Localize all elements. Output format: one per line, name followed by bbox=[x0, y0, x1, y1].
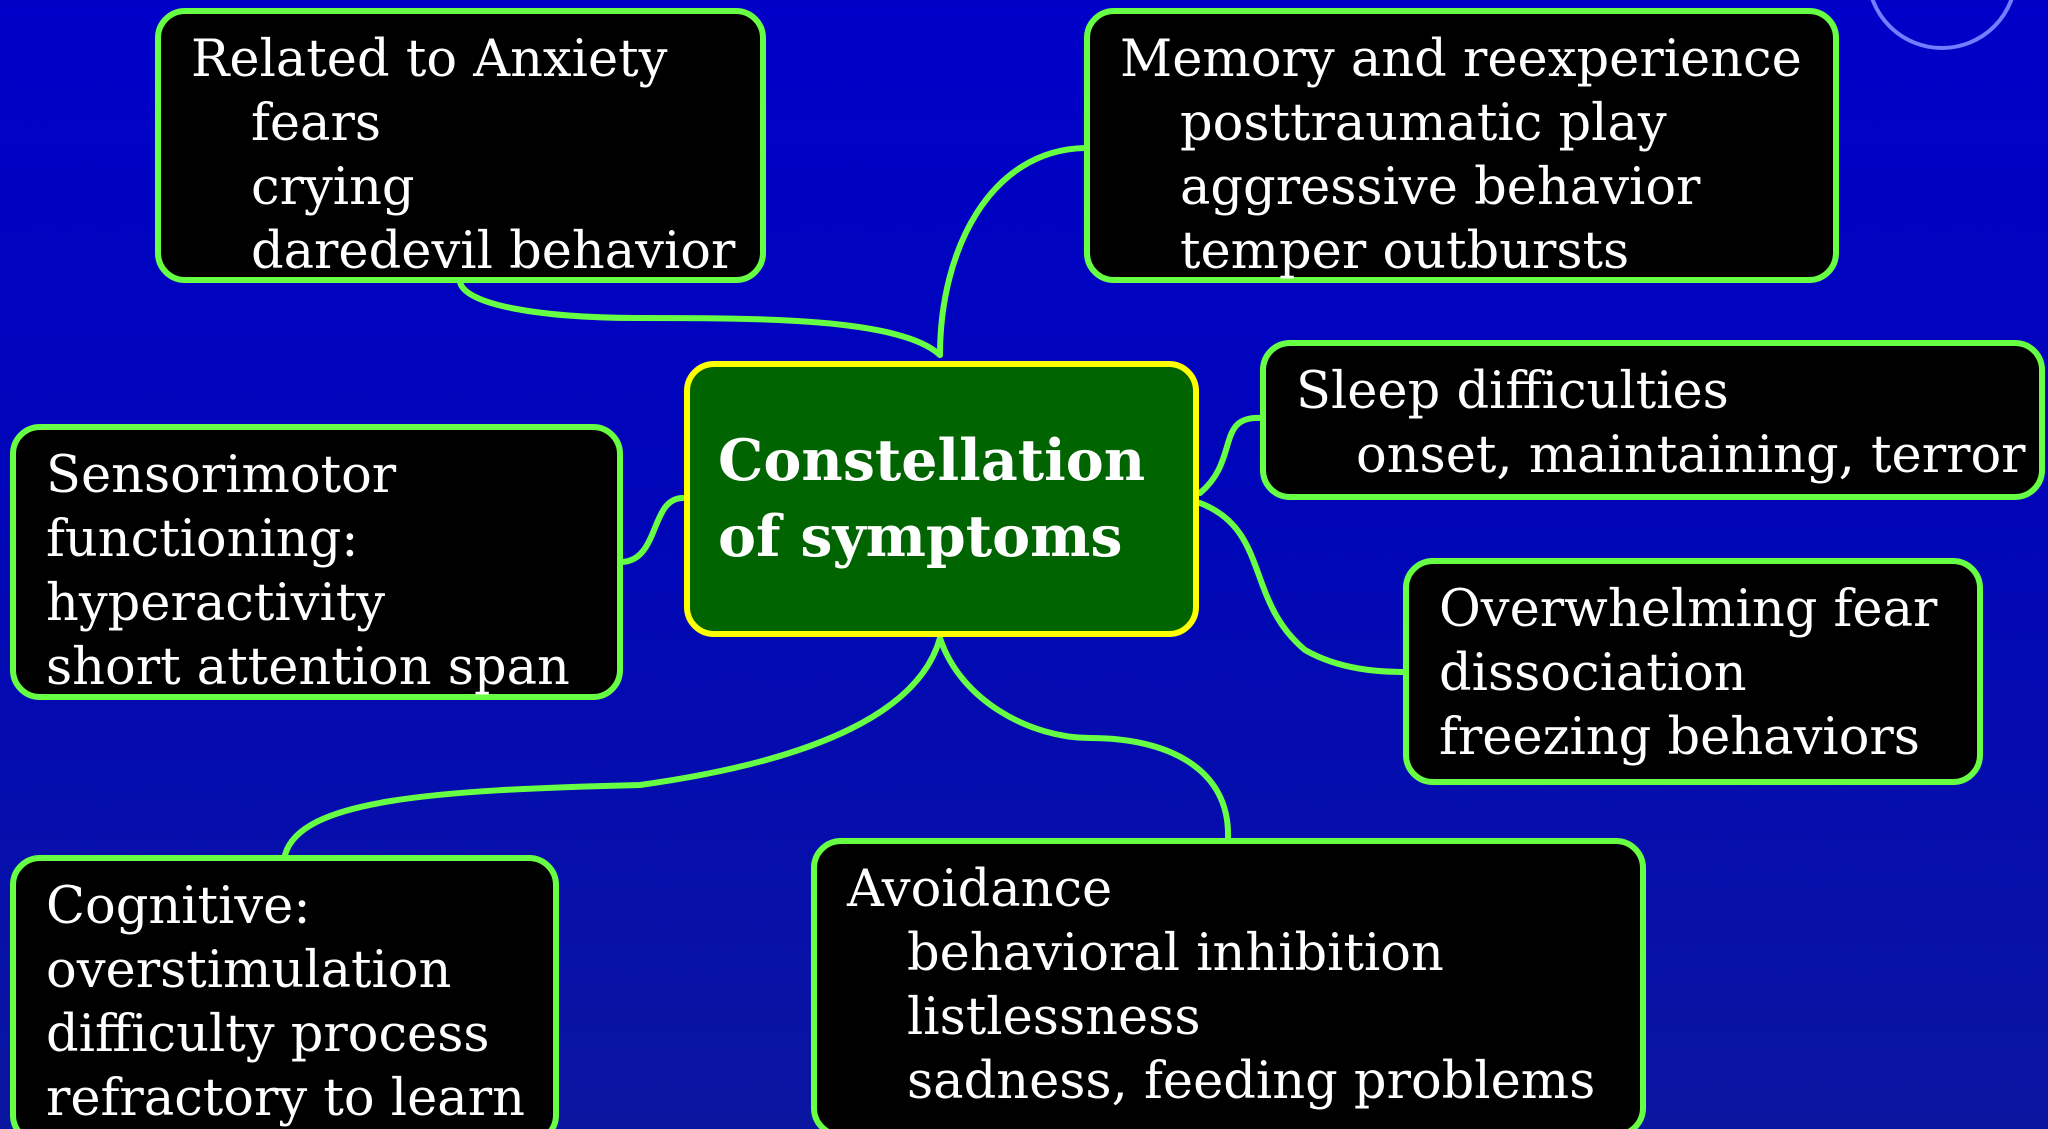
center-title-line-1: Constellation bbox=[718, 427, 1146, 494]
node-heading: Related to Anxiety bbox=[191, 30, 668, 89]
node-sensorimotor-functioning: Sensorimotor functioning: hyperactivity … bbox=[10, 424, 623, 700]
node-overwhelming-fear: Overwhelming fear dissociation freezing … bbox=[1403, 558, 1983, 785]
node-memory-and-reexperience: Memory and reexperience posttraumatic pl… bbox=[1084, 8, 1839, 283]
node-line: freezing behaviors bbox=[1439, 708, 1920, 767]
node-heading: Avoidance bbox=[847, 860, 1113, 919]
node-related-to-anxiety: Related to Anxiety fears crying daredevi… bbox=[155, 8, 766, 283]
node-line: overstimulation bbox=[46, 941, 452, 1000]
connector-memory bbox=[937, 145, 1088, 358]
node-heading: Memory and reexperience bbox=[1120, 30, 1802, 89]
center-title-line-2: of symptoms bbox=[718, 503, 1123, 570]
node-item: temper outbursts bbox=[1180, 222, 1630, 281]
node-line: functioning: bbox=[46, 510, 359, 569]
node-item: sadness, feeding problems bbox=[907, 1052, 1596, 1111]
node-line: difficulty process bbox=[46, 1005, 490, 1064]
node-sleep-difficulties: Sleep difficulties onset, maintaining, t… bbox=[1260, 340, 2045, 500]
node-item: behavioral inhibition bbox=[907, 924, 1444, 983]
node-item: crying bbox=[251, 158, 415, 217]
corner-logo-icon bbox=[1870, 0, 2014, 50]
node-line: refractory to learn bbox=[46, 1069, 525, 1128]
node-line: dissociation bbox=[1439, 644, 1747, 703]
node-item: posttraumatic play bbox=[1180, 94, 1667, 153]
connector-sleep bbox=[1197, 414, 1265, 496]
node-item: onset, maintaining, terror bbox=[1356, 426, 2026, 485]
connector-avoidance bbox=[937, 635, 1232, 841]
connector-cognitive bbox=[282, 635, 943, 858]
node-item: daredevil behavior bbox=[251, 222, 736, 281]
center-node: Constellation of symptoms bbox=[684, 361, 1199, 637]
connector-fear bbox=[1197, 500, 1408, 675]
node-line: hyperactivity bbox=[46, 574, 386, 633]
node-heading: Sleep difficulties bbox=[1296, 362, 1729, 421]
node-line: Cognitive: bbox=[46, 877, 311, 936]
node-line: short attention span bbox=[46, 638, 570, 697]
node-line: Sensorimotor bbox=[46, 446, 397, 505]
node-item: listlessness bbox=[907, 988, 1201, 1047]
connector-sensorimotor bbox=[619, 495, 686, 565]
node-item: fears bbox=[251, 94, 382, 153]
node-item: aggressive behavior bbox=[1180, 158, 1701, 217]
node-cognitive: Cognitive: overstimulation difficulty pr… bbox=[10, 855, 559, 1129]
connector-anxiety bbox=[457, 279, 943, 358]
node-avoidance: Avoidance behavioral inhibition listless… bbox=[811, 838, 1646, 1129]
node-line: Overwhelming fear bbox=[1439, 580, 1938, 639]
